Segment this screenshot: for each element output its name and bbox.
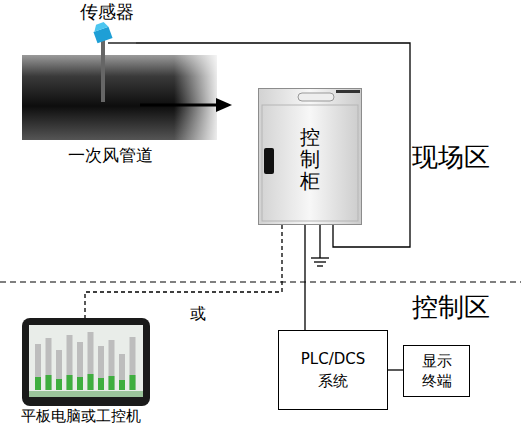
zone-divider [0, 281, 521, 282]
process-box: 显示 终端 [403, 345, 470, 397]
node-text: 控制柜 [300, 126, 320, 192]
node-text: 传感器 [78, 2, 136, 22]
node-text: 一次风管道 [22, 145, 198, 165]
tablet-pc-art [0, 318, 162, 406]
wire-connector [388, 369, 403, 370]
tablet-pc: 平板电脑或工控机 [0, 318, 162, 427]
node-text: PLC/DCS 系统 [293, 348, 373, 392]
zone-label: 现场区 [412, 140, 490, 175]
dashed-connector [85, 225, 282, 318]
wire-connector [304, 225, 305, 330]
note-label: 或 [190, 304, 206, 325]
air-duct-art [22, 55, 222, 140]
air-duct: 一次风管道 [22, 55, 222, 167]
node-text: 平板电脑或工控机 [0, 407, 162, 426]
control-cabinet: 控制柜 [258, 88, 362, 225]
sensor: 传感器 [78, 2, 136, 48]
zone-label: 控制区 [412, 290, 490, 325]
node-text: 显示 终端 [420, 351, 454, 391]
process-box: PLC/DCS 系统 [278, 330, 388, 410]
ground-symbol [311, 225, 329, 266]
